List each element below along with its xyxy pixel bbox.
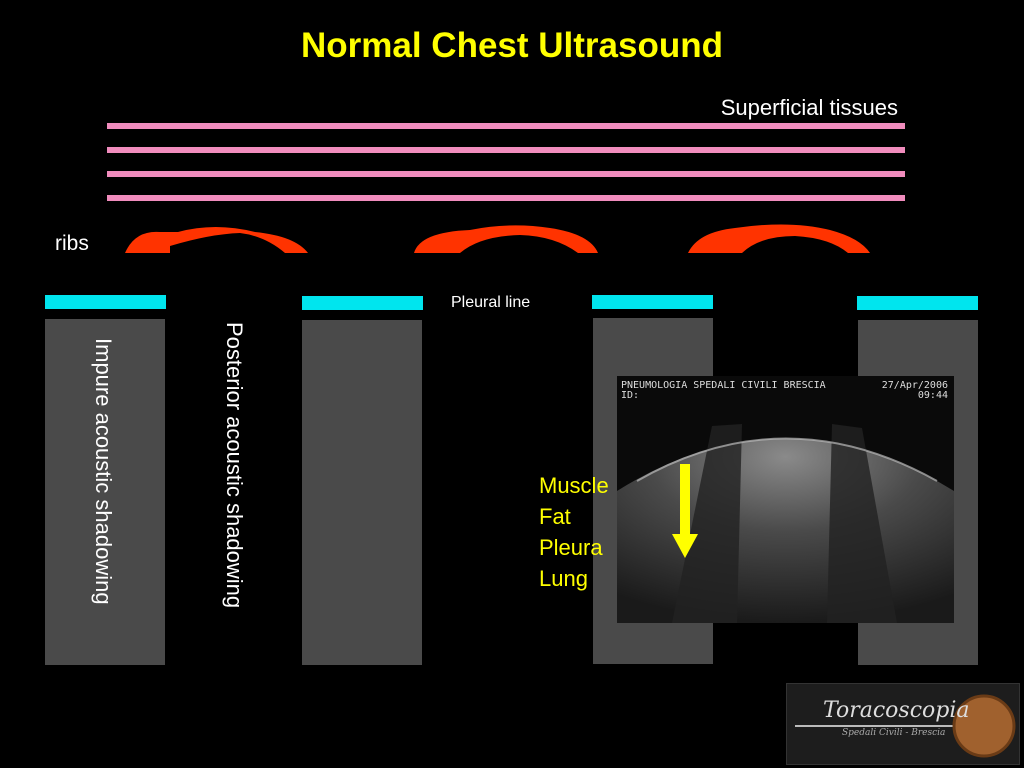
down-arrow-icon (672, 464, 698, 558)
impure-acoustic-shadowing-label: Impure acoustic shadowing (91, 338, 116, 605)
layer-muscle: Muscle (539, 473, 609, 498)
tissue-line (107, 123, 905, 129)
layer-lung: Lung (539, 566, 588, 591)
layer-list: Muscle Fat Pleura Lung (539, 470, 609, 594)
posterior-acoustic-shadowing-label: Posterior acoustic shadowing (222, 322, 247, 609)
layer-pleura: Pleura (539, 535, 603, 560)
tissue-line (107, 171, 905, 177)
pleural-line-segment (592, 295, 713, 309)
lung-column (302, 320, 422, 665)
ultrasound-image: PNEUMOLOGIA SPEDALI CIVILI BRESCIA ID: 2… (617, 376, 954, 623)
logo-graphic (795, 694, 1016, 758)
slide-title: Normal Chest Ultrasound (301, 26, 723, 65)
logo-title: Toracoscopia (823, 698, 970, 723)
lung-column (45, 319, 165, 665)
rib-shape (414, 225, 598, 253)
ultrasound-time: 09:44 (917, 390, 948, 401)
tissue-line (107, 147, 905, 153)
ribs-illustration (125, 224, 870, 253)
logo-subtitle: Spedali Civili - Brescia (842, 728, 946, 738)
tissue-line (107, 195, 905, 201)
layer-fat: Fat (539, 504, 571, 529)
globe-icon (954, 696, 1014, 756)
ribs-label: ribs (55, 232, 89, 255)
ultrasound-header: PNEUMOLOGIA SPEDALI CIVILI BRESCIA (621, 380, 826, 391)
rib-shape (688, 224, 870, 253)
superficial-tissues-label: Superficial tissues (720, 95, 898, 120)
pleural-line-segment (857, 296, 978, 310)
ultrasound-id: ID: (621, 390, 640, 401)
ultrasound-scan-graphic (617, 424, 954, 623)
rib-shape (125, 227, 308, 253)
pleural-line-segment (45, 295, 166, 309)
pleural-line-label: Pleural line (451, 294, 531, 311)
pleural-line-segment (302, 296, 423, 310)
ultrasound-date: 27/Apr/2006 (881, 380, 948, 391)
toracoscopia-logo: Toracoscopia Spedali Civili - Brescia (786, 683, 1020, 765)
